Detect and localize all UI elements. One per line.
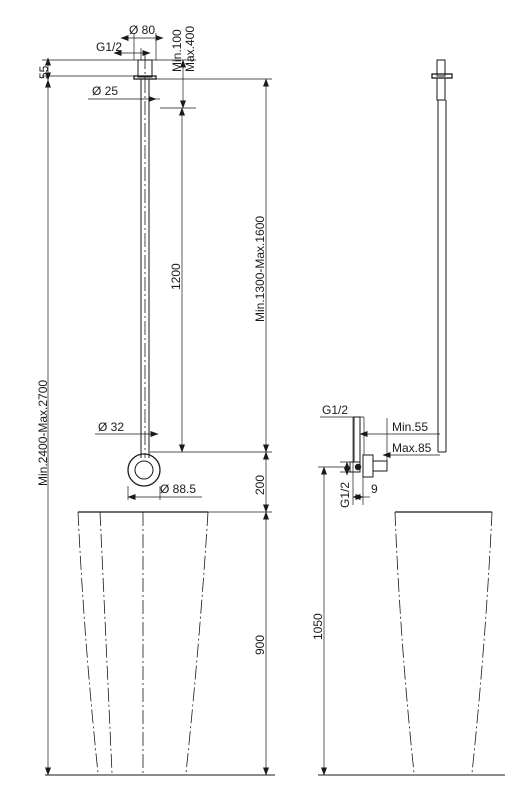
label-1200: 1200 (169, 263, 183, 290)
shower-pipe (140, 79, 150, 458)
basin-front (45, 511, 275, 776)
label-d80: Ø 80 (129, 23, 155, 37)
dim-55 (42, 57, 138, 81)
label-200: 200 (253, 475, 267, 495)
dim-1200 (160, 107, 196, 453)
label-g12-side-b: G1/2 (338, 482, 352, 508)
dim-min55-max85 (359, 418, 440, 470)
dim-d88-5 (127, 486, 202, 500)
dim-1050 (318, 466, 350, 776)
front-view: Ø 80 G1/2 Min.100 Max.400 55 Ø 25 Min.24 (36, 23, 275, 776)
label-g12-top: G1/2 (96, 40, 122, 54)
label-min100: Min.100 (170, 29, 184, 72)
label-d25: Ø 25 (92, 84, 118, 98)
label-900: 900 (253, 635, 267, 655)
label-max400: Max.400 (183, 26, 197, 72)
label-g12-side-a: G1/2 (322, 403, 348, 417)
side-valve (349, 416, 388, 505)
label-max85: Max.85 (392, 441, 432, 455)
dim-d80 (120, 33, 164, 60)
dim-g12-side-a (320, 416, 365, 455)
ceiling-flange (133, 55, 157, 80)
side-pipe (437, 100, 447, 453)
label-1050: 1050 (311, 613, 325, 640)
label-d88-5: Ø 88.5 (160, 482, 196, 496)
label-d32: Ø 32 (98, 420, 124, 434)
shower-head (127, 453, 161, 487)
side-ceiling-flange (431, 59, 453, 101)
dim-g12-top (113, 48, 151, 60)
side-view: G1/2 Min.55 Max.85 G1/2 9 1050 (311, 59, 505, 776)
label-9: 9 (371, 482, 378, 496)
dim-g12-side-b (340, 461, 360, 476)
dim-ceiling-height (150, 78, 272, 453)
dim-200 (208, 451, 272, 513)
label-ceiling-height: Min.1300-Max.1600 (253, 216, 267, 322)
label-min55: Min.55 (392, 420, 428, 434)
label-total-height: Min.2400-Max.2700 (36, 380, 50, 486)
label-55: 55 (37, 65, 51, 79)
basin-side (318, 511, 505, 776)
